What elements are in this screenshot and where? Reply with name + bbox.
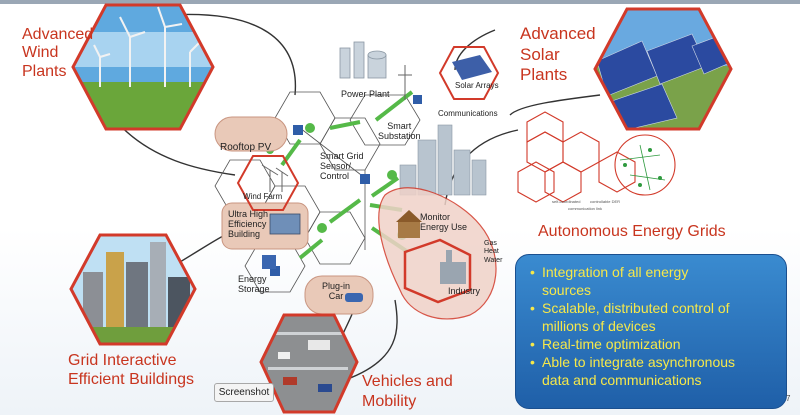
label-line: Plug-in	[322, 281, 351, 291]
label-line: Smart	[387, 121, 412, 131]
ultra-high-efficiency-label: Ultra High Efficiency Building	[228, 209, 269, 240]
title-line: Vehicles and	[362, 373, 453, 390]
grid-legend-line: self-coordinated	[552, 199, 581, 204]
label-line: Substation	[378, 130, 421, 141]
label-line: Control	[320, 170, 350, 181]
title-line: Advanced	[22, 26, 94, 43]
title-line: Grid Interactive	[68, 352, 177, 369]
rooftop-pv-label: Rooftop PV	[220, 142, 272, 153]
solar-plants-image	[592, 6, 734, 132]
label-line: Gas	[484, 240, 497, 247]
title-line: Wind	[22, 44, 59, 62]
smart-substation-label: Smart Substation	[378, 121, 421, 142]
bullet-line: Integration of all energy	[542, 264, 689, 280]
label-line: Building	[228, 228, 261, 239]
gas-heat-water-label: Gas Heat Water	[484, 240, 502, 265]
grid-legend-line: communication link	[568, 206, 603, 211]
feature-bullet: Real-time optimization	[530, 335, 776, 353]
top-bar	[0, 0, 800, 4]
bullet-line: sources	[542, 282, 592, 298]
label-line: Energy Use	[420, 221, 468, 232]
label-line: Water	[484, 256, 503, 264]
grid-interactive-buildings-title: Grid Interactive Efficient Buildings	[68, 352, 194, 390]
label-line: Smart Grid	[320, 151, 364, 161]
solar-arrays-hex	[438, 45, 500, 101]
plug-in-car-label: Plug-in Car	[322, 281, 351, 302]
bullet-line: Scalable, distributed control of	[542, 300, 730, 316]
label-line: Sensor/	[320, 160, 352, 171]
label-line: Car	[328, 290, 344, 301]
label-line: Heat	[484, 248, 499, 256]
grid-legend-line: controllable DER	[590, 199, 621, 204]
label-line: Monitor	[420, 212, 451, 222]
bullet-line: data and communications	[542, 372, 702, 388]
title-line: Solar	[520, 44, 560, 64]
feature-bullet: Scalable, distributed control of millions…	[530, 299, 776, 335]
features-list: Integration of all energy sources Scalabl…	[530, 263, 776, 389]
label-line: Energy	[238, 274, 267, 284]
vehicles-mobility-title: Vehicles and Mobility	[362, 372, 453, 411]
label-line: Ultra High	[228, 209, 269, 219]
bullet-line: Real-time optimization	[542, 336, 681, 352]
feature-bullet: Integration of all energy sources	[530, 263, 776, 299]
features-box: Integration of all energy sources Scalabl…	[515, 254, 787, 409]
wind-farm-hex	[236, 154, 300, 212]
title-line: Advanced	[520, 24, 596, 43]
title-line: Efficient Buildings	[68, 370, 194, 388]
solar-arrays-label: Solar Arrays	[455, 81, 499, 90]
buildings-image	[68, 232, 198, 347]
smart-grid-sensor-label: Smart Grid Sensor/ Control	[320, 151, 364, 182]
energy-storage-label: Energy Storage	[238, 274, 270, 295]
screenshot-tooltip[interactable]: Screenshot	[214, 383, 274, 402]
feature-bullet: Able to integrate asynchronous data and c…	[530, 353, 776, 389]
title-line: Plants	[22, 62, 67, 80]
monitor-energy-use-label: Monitor Energy Use	[420, 212, 468, 233]
advanced-wind-plants-title: Advanced Wind Plants	[22, 26, 93, 81]
label-line: Efficiency	[228, 218, 267, 229]
communications-label: Communications	[438, 109, 498, 118]
advanced-solar-plants-title: Advanced Solar Plants	[520, 24, 596, 86]
industry-label: Industry	[448, 286, 481, 296]
label-line: Storage	[238, 283, 270, 294]
vehicles-image	[258, 312, 360, 415]
bullet-line: Able to integrate asynchronous	[542, 354, 736, 370]
wind-plants-image	[70, 2, 216, 132]
page-number: 7	[786, 394, 791, 403]
power-plant-label: Power Plant	[341, 89, 390, 99]
autonomous-energy-grids-title: Autonomous Energy Grids	[538, 223, 726, 240]
title-line: Mobility	[362, 392, 417, 410]
bullet-line: millions of devices	[542, 318, 656, 334]
title-line: Plants	[520, 65, 568, 85]
wind-farm-label: Wind Farm	[243, 192, 283, 201]
